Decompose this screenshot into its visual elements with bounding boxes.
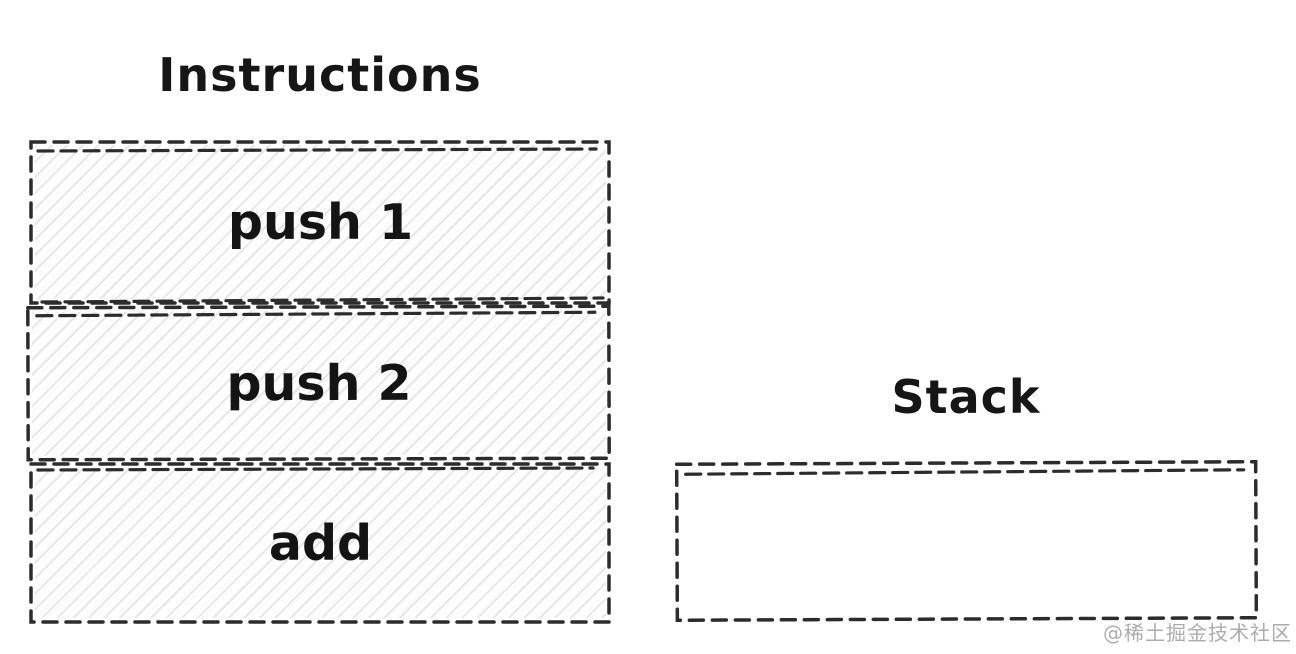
instruction-label: add xyxy=(268,514,373,572)
stack-title: Stack xyxy=(891,370,1041,424)
instruction-box-add: add xyxy=(28,460,613,626)
watermark: @稀土掘金技术社区 xyxy=(1103,621,1292,645)
instruction-label: push 1 xyxy=(227,193,414,251)
stack-box xyxy=(674,457,1261,626)
hatch-fill xyxy=(35,468,606,618)
sketch-border xyxy=(29,462,611,624)
instruction-box-push1: push 1 xyxy=(28,137,613,307)
sketch-border xyxy=(674,459,1259,623)
instruction-box-push2: push 2 xyxy=(25,302,613,464)
instruction-label: push 2 xyxy=(226,354,412,412)
sketch-border xyxy=(29,140,611,305)
hatch-fill xyxy=(35,145,606,299)
instructions-title: Instructions xyxy=(158,48,482,102)
sketch-border xyxy=(26,304,611,462)
